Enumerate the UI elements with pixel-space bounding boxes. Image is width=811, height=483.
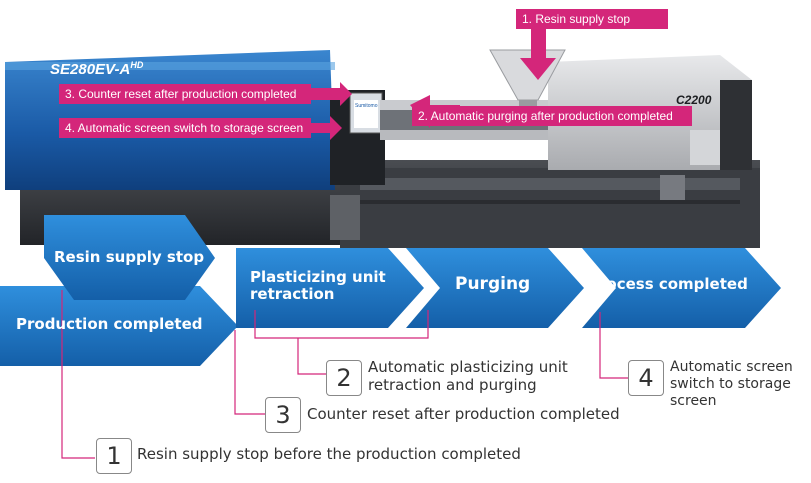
label-1-arrow [520,28,556,80]
note-number-2: 2 [326,360,362,396]
stage-label-process-completed: Process completed [588,275,748,293]
flow-arrow-plasticizing [236,248,424,328]
stage-label-production-completed: Production completed [16,315,203,333]
machine-label-resin-supply-stop: 1. Resin supply stop [516,9,668,29]
flow-arrow-purging [406,248,584,328]
machine-label-screen-switch: 4. Automatic screen switch to storage sc… [59,118,311,138]
machine-label-counter-reset: 3. Counter reset after production comple… [59,84,311,104]
machine-label-automatic-purging: 2. Automatic purging after production co… [412,106,692,126]
note-text-4-line1: Automatic screen [670,359,793,375]
stage-label-purging: Purging [455,274,531,294]
flow-arrow-process-completed [582,248,781,328]
note-text-3: Counter reset after production completed [307,405,620,423]
stage-label-resin-supply-stop: Resin supply stop [54,248,205,266]
note-text-1: Resin supply stop before the production … [137,445,521,463]
machine-model-main: SE280EV-AHD [50,60,144,78]
note-text-2-line2: retraction and purging [368,376,537,394]
connector-lines [61,290,628,459]
note-text-4: Automatic screen switch to storage scree… [670,359,793,410]
note-number-3: 3 [265,397,301,433]
machine-model-right: C2200 [676,93,712,107]
label-4-arrow [305,116,342,140]
note-text-2: Automatic plasticizing unit retraction a… [368,358,568,394]
stage-label-plasticizing: Plasticizing unit retraction [250,269,386,303]
stage-label-plasticizing-line2: retraction [250,285,335,303]
control-panel-brand: Sumitomo [355,103,378,109]
note-number-1: 1 [96,438,132,474]
note-number-4: 4 [628,360,664,396]
label-3-arrow [305,82,352,106]
note-text-4-line3: screen [670,393,717,409]
machine-model-suffix: HD [130,60,144,70]
note-text-2-line1: Automatic plasticizing unit [368,358,568,376]
note-text-4-line2: switch to storage [670,376,791,392]
stage-label-plasticizing-line1: Plasticizing unit [250,268,386,286]
flow-arrow-production-completed [0,286,238,366]
flow-arrow-resin-supply-stop [44,215,215,300]
